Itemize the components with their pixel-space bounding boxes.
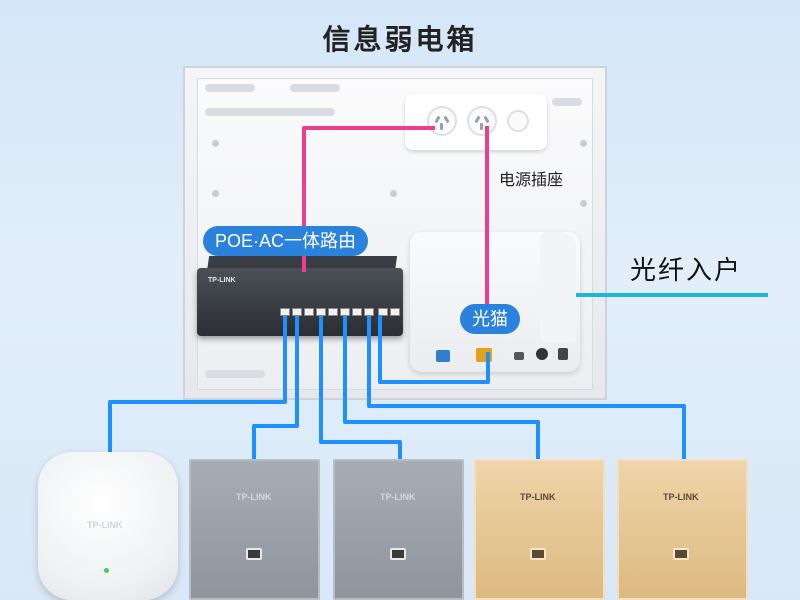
ethernet-wire-modem	[378, 315, 490, 384]
screw-hole	[212, 140, 219, 147]
ethernet-wire-panel-4	[367, 316, 686, 462]
panel-brand-logo: TP-LINK	[520, 492, 556, 502]
power-switch-icon	[507, 110, 529, 132]
power-socket-label: 电源插座	[499, 172, 564, 189]
router-lan-port-icon	[328, 308, 338, 316]
fiber-entry-label: 光纤入户	[630, 255, 743, 285]
ceiling-ap	[38, 452, 178, 600]
mount-slot	[552, 98, 582, 106]
panel-lan-port-icon	[530, 548, 546, 560]
ethernet-wire-panel-1	[252, 316, 299, 462]
power-wire-router	[302, 126, 435, 272]
ethernet-wire-panel-2	[319, 316, 402, 462]
screw-hole	[212, 190, 219, 197]
ethernet-wire-panel-3	[343, 316, 540, 462]
router-lan-port-icon	[352, 308, 362, 316]
ap-brand-logo: TP-LINK	[87, 520, 123, 530]
mount-slot	[290, 84, 340, 92]
socket-icon	[467, 106, 497, 136]
modem-lan-port-icon	[436, 350, 450, 362]
panel-ap-silver	[189, 459, 320, 600]
router-lan-port-icon	[316, 308, 326, 316]
screw-hole	[390, 190, 397, 197]
modem-port-icon	[514, 352, 524, 360]
screw-hole	[580, 140, 587, 147]
mount-slot	[205, 84, 255, 92]
router-lan-port-icon	[292, 308, 302, 316]
router-brand-logo: TP-LINK	[208, 277, 236, 284]
router-wan-port-icon	[378, 308, 388, 316]
modem-power-jack-icon	[536, 348, 548, 360]
power-strip	[405, 94, 547, 150]
ap-status-led-icon	[104, 568, 109, 573]
panel-brand-logo: TP-LINK	[236, 492, 272, 502]
panel-brand-logo: TP-LINK	[380, 492, 416, 502]
modem-label: 光猫	[460, 304, 520, 334]
socket-icon	[427, 106, 457, 136]
panel-lan-port-icon	[390, 548, 406, 560]
mount-slot	[205, 108, 335, 116]
router-lan-port-icon	[280, 308, 290, 316]
router-wan-port-icon	[390, 308, 400, 316]
panel-ap-silver	[333, 459, 464, 600]
panel-brand-logo: TP-LINK	[663, 492, 699, 502]
router-lan-port-icon	[364, 308, 374, 316]
router-lan-port-icon	[340, 308, 350, 316]
ethernet-wire-ap	[108, 316, 287, 456]
mount-slot	[205, 370, 265, 378]
screw-hole	[580, 200, 587, 207]
panel-lan-port-icon	[673, 548, 689, 560]
panel-lan-port-icon	[246, 548, 262, 560]
router-label: POE·AC一体路由	[203, 226, 369, 256]
diagram-title: 信息弱电箱	[322, 24, 478, 55]
router-lan-port-icon	[304, 308, 314, 316]
modem-switch-icon	[558, 348, 568, 360]
panel-ap-gold	[617, 459, 748, 600]
modem-stand	[540, 232, 576, 342]
panel-ap-gold	[474, 459, 605, 600]
